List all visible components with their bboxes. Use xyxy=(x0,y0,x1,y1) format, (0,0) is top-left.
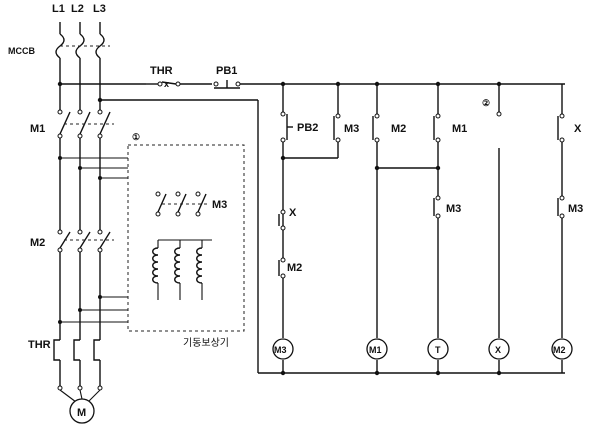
branch-1-low-label: M2 xyxy=(287,262,302,274)
marker-1: ① xyxy=(132,132,140,142)
phase-label-l1: L1 xyxy=(52,3,65,15)
m3-contact-label: M3 xyxy=(212,199,227,211)
starting-compensator-box xyxy=(127,144,245,332)
coil-m3-label: M3 xyxy=(274,345,287,355)
branch-6-wires xyxy=(557,84,565,373)
timer-coil-label: T xyxy=(435,345,441,355)
branch-1-top-label: PB2 xyxy=(297,122,318,134)
m3-contacts xyxy=(155,191,210,217)
branch-3-wires xyxy=(372,81,438,376)
m1-main-contacts xyxy=(57,109,114,139)
relay-coil-x-label: X xyxy=(495,345,501,355)
autotransformer-coils xyxy=(152,239,212,300)
branch-3-top-label: M2 xyxy=(391,123,406,135)
motor-symbol xyxy=(69,398,95,424)
relay-coil-x xyxy=(488,338,510,360)
coil-m3 xyxy=(272,338,294,360)
motor-label: M xyxy=(77,407,86,419)
coil-m2 xyxy=(551,338,573,360)
phase-label-l3: L3 xyxy=(93,3,106,15)
m1-main-label: M1 xyxy=(30,123,45,135)
compensator-label: 기동보상기 xyxy=(183,337,229,349)
pb1-label: PB1 xyxy=(216,65,237,77)
control-supply-wires xyxy=(57,81,565,374)
m2-main-label: M2 xyxy=(30,237,45,249)
thr-contact-label: THR xyxy=(150,65,173,77)
coil-m2-label: M2 xyxy=(553,345,566,355)
pb1-button xyxy=(213,80,565,89)
branch-2-top-label: M3 xyxy=(344,123,359,135)
branch-5-wires xyxy=(496,81,502,376)
thr-contact: x xyxy=(146,79,212,89)
coil-m1-label: M1 xyxy=(369,345,382,355)
branch-6-top-label: X xyxy=(574,123,582,135)
svg-text:x: x xyxy=(164,79,169,89)
branch-1-wires xyxy=(278,81,293,376)
mccb-label: MCCB xyxy=(8,46,35,56)
m2-main-contacts xyxy=(57,229,114,253)
branch-6-mid-label: M3 xyxy=(568,203,583,215)
branch-4-mid-label: M3 xyxy=(446,203,461,215)
compensator-feed-wires xyxy=(58,156,128,324)
coil-m1 xyxy=(366,338,388,360)
thr-heaters xyxy=(53,339,103,403)
timer-coil-t xyxy=(427,338,449,360)
mccb-breaker xyxy=(55,33,110,59)
branch-4-wires xyxy=(433,81,441,376)
branch-4-top-label: M1 xyxy=(452,123,467,135)
thr-heater-label: THR xyxy=(28,339,51,351)
marker-2: ② xyxy=(482,98,490,108)
phase-label-l2: L2 xyxy=(71,3,84,15)
branch-1-mid-label: X xyxy=(289,207,297,219)
branch-2-wires xyxy=(283,81,341,159)
